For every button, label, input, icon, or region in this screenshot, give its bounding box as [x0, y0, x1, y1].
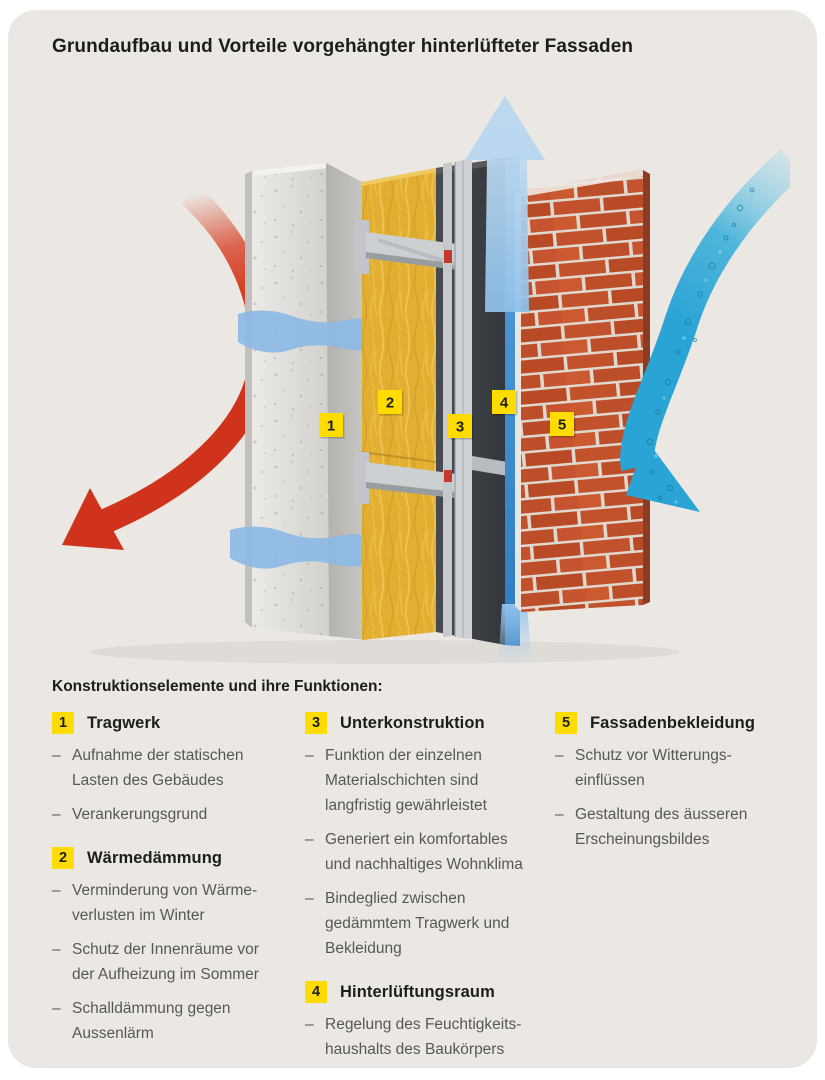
- item-title: Fassadenbekleidung: [590, 713, 756, 732]
- bullet: – Generiert ein komfortables und nachhal…: [305, 827, 555, 877]
- bullet-dash: –: [52, 1000, 61, 1017]
- item-title: Tragwerk: [87, 713, 161, 732]
- bullet-dash: –: [555, 806, 564, 823]
- water-droplets: [646, 187, 755, 501]
- bullet: – Funktion der einzelnen Materialschicht…: [305, 743, 555, 818]
- item-number-badge: 4: [305, 981, 327, 1003]
- diagram-badge-4: 4: [492, 390, 518, 416]
- item-title: Unterkonstruktion: [340, 713, 485, 732]
- svg-text:1: 1: [327, 418, 335, 435]
- svg-text:5: 5: [558, 417, 566, 434]
- bullet-dash: –: [305, 747, 314, 764]
- legend-item-hinterlueftungsraum: 4 Hinterlüftungsraum – Regelung des Feuc…: [305, 981, 555, 1062]
- bullet-text: Bindeglied zwischen gedämmtem Tragwerk u…: [325, 890, 510, 957]
- bullet-dash: –: [305, 831, 314, 848]
- wall-bracket-upper: [355, 220, 369, 274]
- bullet: – Bindeglied zwischen gedämmtem Tragwerk…: [305, 886, 555, 961]
- diagram-badge-2: 2: [378, 390, 404, 416]
- svg-text:2: 2: [386, 395, 394, 412]
- bullet-text: Verminderung von Wärme- verlusten im Win…: [72, 882, 258, 924]
- legend-column-1: 1 Tragwerk – Aufnahme der statischen Las…: [52, 712, 305, 1080]
- bullet: – Verankerungsgrund: [52, 802, 305, 827]
- bullet-text: Generiert ein komfortables und nachhalti…: [325, 831, 523, 873]
- legend-item-fassadenbekleidung: 5 Fassadenbekleidung – Schutz vor Witter…: [555, 712, 792, 852]
- legend-columns: 1 Tragwerk – Aufnahme der statischen Las…: [52, 712, 792, 1080]
- bullet-text: Schalldämmung gegen Aussenlärm: [72, 1000, 231, 1042]
- air-intake-stream: [498, 604, 532, 668]
- bullet: – Regelung des Feuchtigkeits- haushalts …: [305, 1012, 555, 1062]
- diagram-badge-3: 3: [448, 414, 474, 440]
- bullet-text: Verankerungsgrund: [72, 806, 208, 823]
- heat-loss-arrow: [62, 185, 275, 550]
- legend-item-unterkonstruktion: 3 Unterkonstruktion – Funktion der einze…: [305, 712, 555, 961]
- page-title: Grundaufbau und Vorteile vorgehängter hi…: [52, 36, 634, 57]
- item-title: Wärmedämmung: [87, 848, 223, 867]
- bullet-dash: –: [52, 882, 61, 899]
- legend-item-waermedaemmung: 2 Wärmedämmung – Verminderung von Wärme-…: [52, 847, 305, 1046]
- bullet-text: Schutz vor Witterungs- einflüssen: [575, 747, 732, 789]
- bullet-dash: –: [305, 890, 314, 907]
- svg-text:4: 4: [500, 395, 509, 412]
- bullet-text: Schutz der Innenräume vor der Aufheizung…: [72, 941, 259, 983]
- content-panel: Grundaufbau und Vorteile vorgehängter hi…: [8, 10, 817, 1066]
- airflow-up-arrow: [465, 96, 545, 312]
- bullet-dash: –: [305, 1016, 314, 1033]
- vertical-rail: [443, 162, 452, 637]
- bullet-text: Aufnahme der statischen Lasten des Gebäu…: [72, 747, 244, 789]
- legend-column-3: 5 Fassadenbekleidung – Schutz vor Witter…: [555, 712, 792, 1080]
- section-heading: Konstruktionselemente und ihre Funktione…: [52, 678, 383, 695]
- concrete-wall-layer: [245, 163, 366, 640]
- bullet: – Schutz der Innenräume vor der Aufheizu…: [52, 937, 305, 987]
- horizontal-rail: [472, 456, 508, 476]
- bullet: – Schutz vor Witterungs- einflüssen: [555, 743, 792, 793]
- diagram-badges: 1 2 3 4: [319, 390, 576, 440]
- item-number-badge: 5: [555, 712, 577, 734]
- bullet-dash: –: [555, 747, 564, 764]
- brick-cladding-layer: [515, 170, 650, 612]
- bullet: – Gestaltung des äusseren Erscheinungsbi…: [555, 802, 792, 852]
- fixing-clip: [444, 470, 452, 482]
- bullet: – Aufnahme der statischen Lasten des Geb…: [52, 743, 305, 793]
- item-number-badge: 3: [305, 712, 327, 734]
- rain-runoff-arrow: [620, 149, 804, 512]
- bullet: – Verminderung von Wärme- verlusten im W…: [52, 878, 305, 928]
- water-droplets-light: [654, 250, 722, 504]
- svg-text:3: 3: [456, 419, 464, 436]
- facade-diagram-svg: 1 2 3 4: [62, 96, 804, 668]
- bullet-dash: –: [52, 747, 61, 764]
- bullet-text: Gestaltung des äusseren Erscheinungsbild…: [575, 806, 748, 848]
- legend-column-2: 3 Unterkonstruktion – Funktion der einze…: [305, 712, 555, 1080]
- wall-bracket-lower: [355, 452, 369, 504]
- diagram-badge-1: 1: [319, 413, 345, 439]
- diagram-badge-5: 5: [550, 412, 576, 438]
- bullet-text: Regelung des Feuchtigkeits- haushalts de…: [325, 1016, 522, 1058]
- bullet-dash: –: [52, 806, 61, 823]
- fixing-clip: [444, 250, 452, 263]
- item-number-badge: 2: [52, 847, 74, 869]
- bullet: – Schalldämmung gegen Aussenlärm: [52, 996, 305, 1046]
- ground-shadow: [90, 640, 680, 664]
- legend-item-tragwerk: 1 Tragwerk – Aufnahme der statischen Las…: [52, 712, 305, 827]
- item-number-badge: 1: [52, 712, 74, 734]
- bullet-dash: –: [52, 941, 61, 958]
- item-title: Hinterlüftungsraum: [340, 982, 495, 1001]
- facade-diagram: 1 2 3 4: [40, 90, 804, 670]
- bullet-text: Funktion der einzelnen Materialschichten…: [325, 747, 487, 814]
